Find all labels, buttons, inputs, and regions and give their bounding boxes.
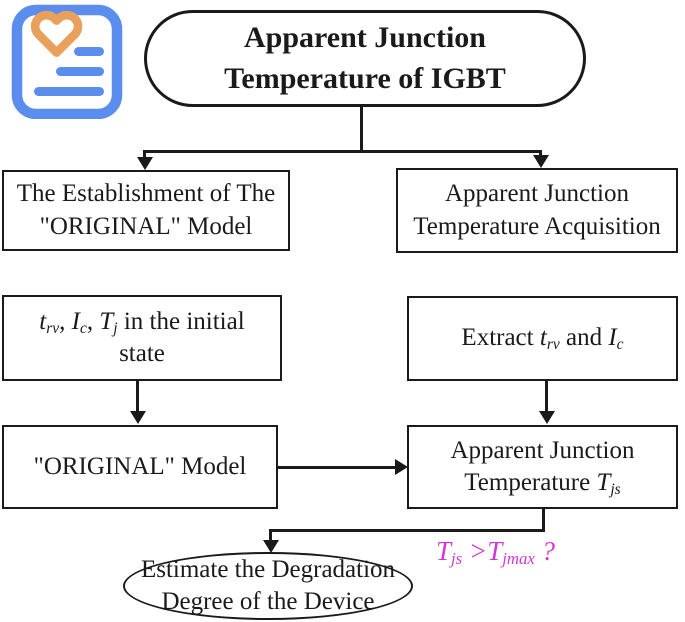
box-apparent-temperature-text: Temperature bbox=[464, 469, 597, 496]
var-tjs-sub: js bbox=[610, 480, 621, 498]
separator: , bbox=[59, 307, 72, 335]
terminal-estimate: Estimate the Degradation Degree of the D… bbox=[123, 552, 413, 620]
box-apparent-temperature-line-2: Temperature Tjs bbox=[464, 467, 620, 500]
box-original-model-line: "ORIGINAL" Model bbox=[33, 452, 247, 480]
separator: , bbox=[86, 307, 100, 335]
box-extract: Extract trv and Ic bbox=[407, 296, 678, 381]
box-initial-state: trv, Ic, Tj in the initial state bbox=[2, 295, 282, 381]
connector-model-to-appjs bbox=[277, 466, 396, 469]
box-extract-line: Extract trv and Ic bbox=[461, 322, 623, 355]
connector-drop-left bbox=[143, 150, 146, 160]
box-establishment-line-1: The Establishment of The bbox=[16, 180, 276, 207]
var-tj: T bbox=[99, 307, 114, 335]
var-tjs: T bbox=[436, 536, 452, 566]
health-report-icon bbox=[11, 4, 123, 119]
question-mark: ? bbox=[534, 536, 556, 566]
connector-initial-to-model bbox=[136, 380, 139, 413]
arrowhead-down-terminal bbox=[263, 540, 279, 553]
var-trv: t bbox=[539, 324, 547, 352]
box-establishment-line-2: "ORIGINAL" Model bbox=[39, 212, 253, 240]
connector-title-branch bbox=[143, 150, 542, 153]
var-tjmax: T bbox=[487, 536, 503, 566]
var-tj-sub: j bbox=[113, 319, 118, 337]
connector-extract-to-appjs bbox=[545, 380, 548, 413]
document-text-line-long bbox=[34, 87, 104, 96]
heart-icon bbox=[30, 10, 83, 57]
terminal-estimate-line-1: Estimate the Degradation bbox=[140, 555, 396, 583]
box-apparent-temperature: Apparent Junction Temperature Tjs bbox=[407, 425, 678, 509]
connector-appjs-down bbox=[542, 508, 545, 532]
box-apparent-temperature-line-1: Apparent Junction bbox=[450, 436, 635, 464]
arrowhead-down-acquire bbox=[533, 155, 549, 168]
box-acquisition-line-2: Temperature Acquisition bbox=[413, 212, 661, 240]
title-node: Apparent Junction Temperature of IGBT bbox=[144, 10, 586, 107]
box-original-model: "ORIGINAL" Model bbox=[2, 425, 278, 509]
var-ic: I bbox=[608, 324, 617, 352]
title-line-2: Temperature of IGBT bbox=[224, 61, 506, 95]
box-extract-text: Extract bbox=[461, 324, 540, 352]
var-tjs: T bbox=[596, 469, 611, 496]
var-tjs-sub: js bbox=[451, 549, 463, 569]
arrowhead-down-model bbox=[130, 411, 146, 424]
box-acquisition: Apparent Junction Temperature Acquisitio… bbox=[396, 168, 678, 253]
connector-appjs-left bbox=[269, 529, 545, 532]
var-trv-sub: rv bbox=[46, 319, 60, 337]
title-line-1: Apparent Junction bbox=[244, 21, 486, 54]
greater-than-operator: > bbox=[462, 536, 488, 566]
connector-title-stem bbox=[360, 106, 363, 152]
connector-drop-right bbox=[539, 150, 542, 158]
var-ic: I bbox=[71, 307, 80, 335]
terminal-estimate-line-2: Degree of the Device bbox=[161, 588, 375, 615]
document-text-line-medium bbox=[56, 67, 104, 76]
box-initial-state-text: in the initial bbox=[117, 307, 245, 335]
box-initial-state-line-2: state bbox=[119, 340, 165, 367]
connector-into-terminal bbox=[269, 529, 272, 542]
box-establishment: The Establishment of The "ORIGINAL" Mode… bbox=[2, 170, 290, 251]
box-extract-text-mid: and bbox=[559, 324, 609, 352]
var-tjmax-sub: jmax bbox=[502, 549, 535, 569]
box-acquisition-line-1: Apparent Junction bbox=[445, 180, 629, 207]
var-trv-sub: rv bbox=[546, 336, 560, 354]
var-trv: t bbox=[39, 307, 47, 335]
box-initial-state-line-1: trv, Ic, Tj in the initial bbox=[39, 306, 244, 339]
document-text-line-short bbox=[74, 47, 104, 56]
arrowhead-down-establish bbox=[137, 157, 153, 170]
var-ic-sub: c bbox=[80, 319, 87, 337]
var-ic-sub: c bbox=[616, 336, 624, 354]
arrowhead-down-appjs bbox=[539, 411, 555, 424]
condition-label: Tjs >Tjmax ? bbox=[436, 536, 555, 567]
arrowhead-right-appjs bbox=[395, 459, 408, 475]
